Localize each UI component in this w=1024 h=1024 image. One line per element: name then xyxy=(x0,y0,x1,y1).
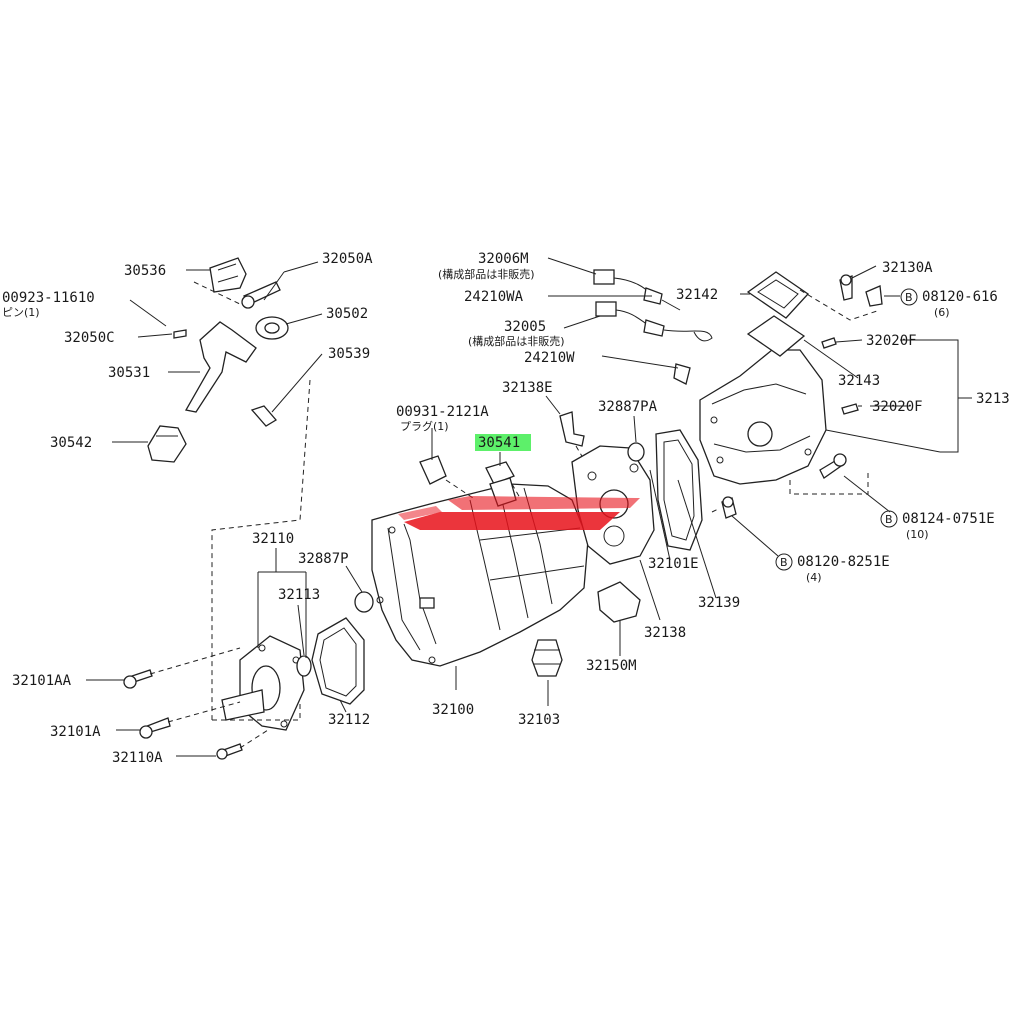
bolt-mark-circle-1 xyxy=(900,288,918,306)
label-08120-616-qty: (6) xyxy=(934,306,950,319)
label-32100[interactable]: 32100 xyxy=(432,702,474,718)
part-32005-drawing[interactable] xyxy=(595,301,617,317)
part-32150M-drawing[interactable] xyxy=(597,581,641,623)
part-32020F-a-drawing[interactable] xyxy=(821,337,837,349)
bolt-mark-circle-2 xyxy=(880,510,898,528)
label-32101E[interactable]: 32101E xyxy=(648,556,699,572)
label-32887PA[interactable]: 32887PA xyxy=(598,399,658,415)
part-30531-drawing[interactable] xyxy=(184,321,257,413)
part-24210WA-drawing[interactable] xyxy=(661,299,681,311)
label-08120-8251E[interactable]: 08120-8251E xyxy=(797,554,890,570)
label-32101AA[interactable]: 32101AA xyxy=(12,673,72,689)
adapter-plate-group xyxy=(571,415,717,656)
label-32020F-a[interactable]: 32020F xyxy=(866,333,917,349)
part-00931-drawing[interactable] xyxy=(419,455,447,485)
label-32050C[interactable]: 32050C xyxy=(64,330,115,346)
label-32112[interactable]: 32112 xyxy=(328,712,370,728)
label-08120-825-qty: (4) xyxy=(806,571,822,584)
label-32006M-sub: (構成部品は非販売) xyxy=(438,267,535,281)
label-32005-sub: (構成部品は非販売) xyxy=(468,334,565,348)
part-32887P-drawing[interactable] xyxy=(354,591,374,613)
label-32887P[interactable]: 32887P xyxy=(298,551,349,567)
part-front-case-drawing[interactable] xyxy=(699,349,827,485)
part-32142-drawing[interactable] xyxy=(746,271,809,319)
bolt-mark-1: B xyxy=(905,291,913,304)
front-case-group xyxy=(699,265,972,557)
label-32139[interactable]: 32139 xyxy=(698,595,740,611)
label-08124-0751E[interactable]: 08124-0751E xyxy=(902,511,995,527)
part-32100-drawing[interactable] xyxy=(371,483,589,667)
rear-extension-group xyxy=(86,548,374,760)
label-32020F-b[interactable]: 32020F xyxy=(872,399,923,415)
bolt-mark-circle-3 xyxy=(775,553,793,571)
label-00923-11610[interactable]: 00923-11610 xyxy=(2,290,95,306)
part-30539-drawing[interactable] xyxy=(250,405,277,427)
clutch-fork-group xyxy=(112,257,323,720)
label-08124-qty: (10) xyxy=(906,528,929,541)
label-32103[interactable]: 32103 xyxy=(518,712,560,728)
label-32110[interactable]: 32110 xyxy=(252,531,294,547)
part-30542-drawing[interactable] xyxy=(147,425,187,463)
label-32005[interactable]: 32005 xyxy=(504,319,546,335)
label-00931-2121A[interactable]: 00931-2121A xyxy=(396,404,489,420)
part-32050C-drawing[interactable] xyxy=(173,329,187,339)
label-32142[interactable]: 32142 xyxy=(676,287,718,303)
label-30531[interactable]: 30531 xyxy=(108,365,150,381)
label-32150M[interactable]: 32150M xyxy=(586,658,637,674)
bolt-mark-3: B xyxy=(780,556,788,569)
sensor-group xyxy=(547,257,713,385)
watermark-logo xyxy=(398,496,640,530)
label-32138[interactable]: 32138 xyxy=(644,625,686,641)
label-32143[interactable]: 32143 xyxy=(838,373,880,389)
part-32138E-drawing[interactable] xyxy=(559,411,585,447)
label-32006M[interactable]: 32006M xyxy=(478,251,529,267)
part-32020F-b-drawing[interactable] xyxy=(841,403,859,415)
label-24210WA[interactable]: 24210WA xyxy=(464,289,524,305)
part-32887PA-drawing[interactable] xyxy=(627,442,645,462)
label-32050A[interactable]: 32050A xyxy=(322,251,373,267)
label-32101A[interactable]: 32101A xyxy=(50,724,101,740)
part-08120-616-drawing[interactable] xyxy=(865,285,883,307)
label-32113[interactable]: 32113 xyxy=(278,587,320,603)
label-30542[interactable]: 30542 xyxy=(50,435,92,451)
label-24210W[interactable]: 24210W xyxy=(524,350,575,366)
highlight-30541 xyxy=(475,434,531,451)
label-30541[interactable]: 30541 xyxy=(478,435,520,451)
part-32103-drawing[interactable] xyxy=(531,639,563,677)
part-32113-drawing[interactable] xyxy=(296,655,312,677)
label-00923-sub: ピン(1) xyxy=(2,306,40,319)
bolt-mark-2: B xyxy=(885,513,893,526)
label-32110A[interactable]: 32110A xyxy=(112,750,163,766)
label-3213[interactable]: 3213 xyxy=(976,391,1010,407)
label-32138E[interactable]: 32138E xyxy=(502,380,553,396)
part-labels: 30536 32050A 00923-11610 ピン(1) 32050C 30… xyxy=(2,251,1010,766)
label-32130A[interactable]: 32130A xyxy=(882,260,933,276)
part-24210W-drawing[interactable] xyxy=(663,329,713,342)
part-30536-drawing[interactable] xyxy=(209,257,247,293)
label-08120-616[interactable]: 08120-616 xyxy=(922,289,998,305)
label-30536[interactable]: 30536 xyxy=(124,263,166,279)
part-32143-drawing[interactable] xyxy=(746,315,806,357)
label-00931-sub: プラグ(1) xyxy=(400,419,449,433)
label-30539[interactable]: 30539 xyxy=(328,346,370,362)
label-30502[interactable]: 30502 xyxy=(326,306,368,322)
part-32006M-drawing[interactable] xyxy=(593,269,615,285)
